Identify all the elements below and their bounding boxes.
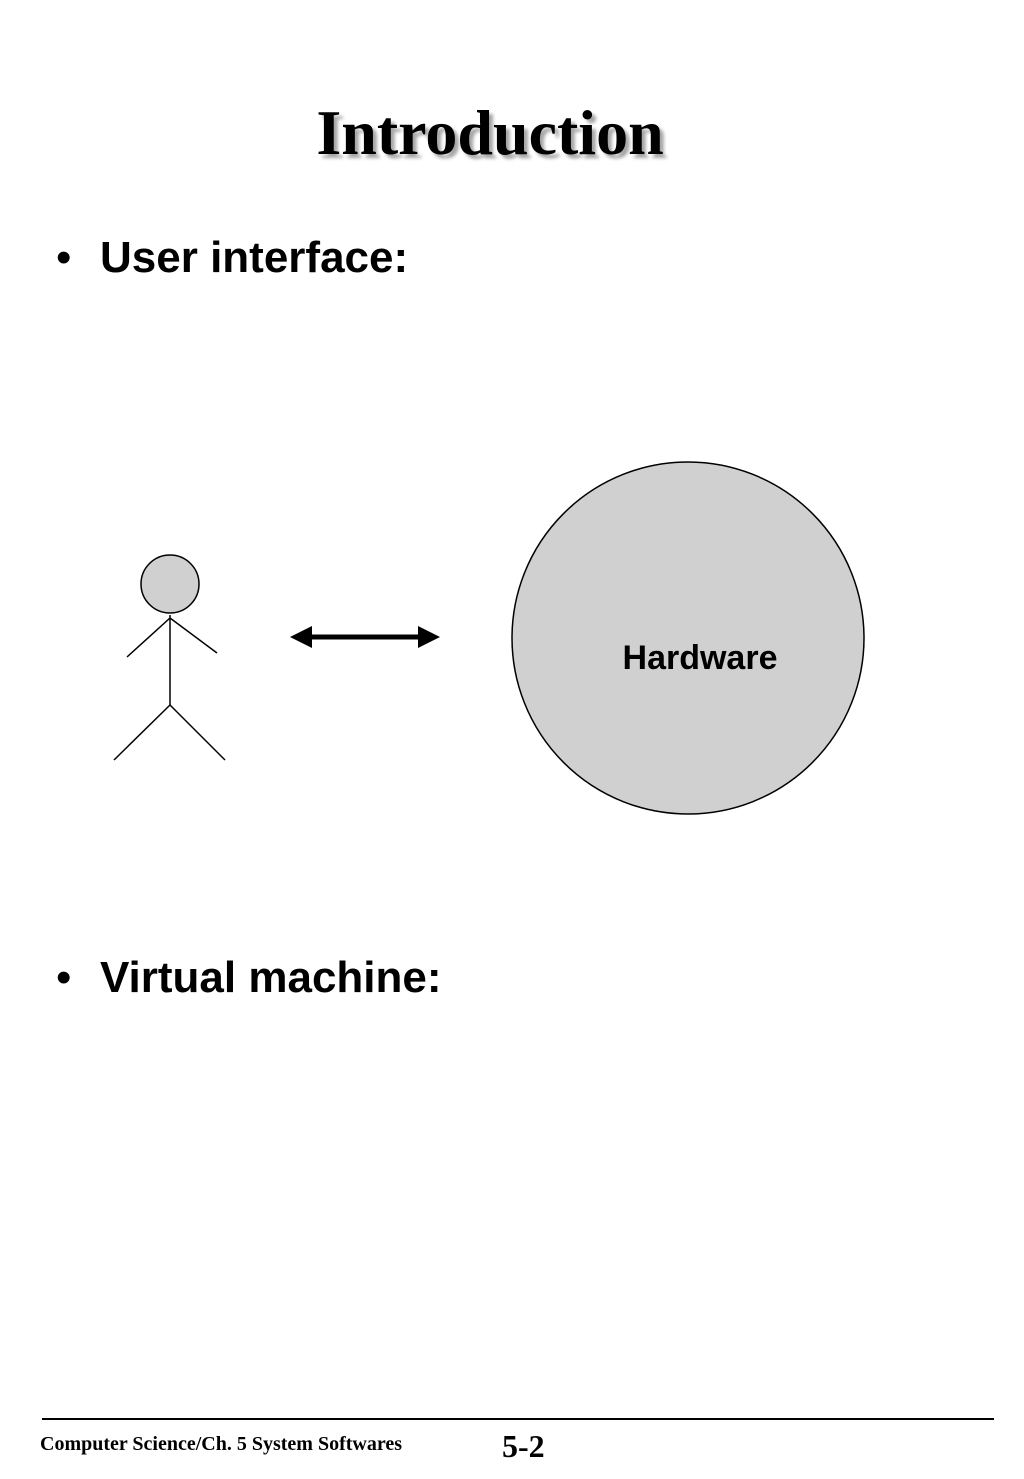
stick-figure-left-leg <box>113 704 171 761</box>
bullet-marker: • <box>56 233 72 282</box>
stick-figure-icon <box>113 554 226 761</box>
arrow-head-right <box>418 626 440 648</box>
footer-course: Computer Science/Ch. 5 System Softwares <box>40 1433 403 1455</box>
bullet-text: Virtual machine: <box>100 953 442 1002</box>
arrow-head-left <box>290 626 312 648</box>
stick-figure-left-arm <box>126 617 171 658</box>
stick-figure-head <box>140 554 200 614</box>
hardware-node: Hardware <box>511 461 865 815</box>
bullet-virtual-machine: • Virtual machine: <box>56 952 442 1004</box>
stick-figure-right-arm <box>169 617 218 654</box>
stick-figure-right-leg <box>169 704 226 761</box>
bullet-marker: • <box>56 953 72 1002</box>
bullet-text: User interface: <box>100 233 409 282</box>
page-number: 5-2 <box>502 1428 545 1464</box>
hardware-label: Hardware <box>623 639 778 677</box>
hardware-circle <box>511 461 865 815</box>
bullet-user-interface: • User interface: <box>56 232 408 284</box>
footer-divider <box>42 1418 994 1420</box>
double-headed-arrow-icon <box>290 626 440 648</box>
slide-title: Introduction <box>316 97 664 168</box>
